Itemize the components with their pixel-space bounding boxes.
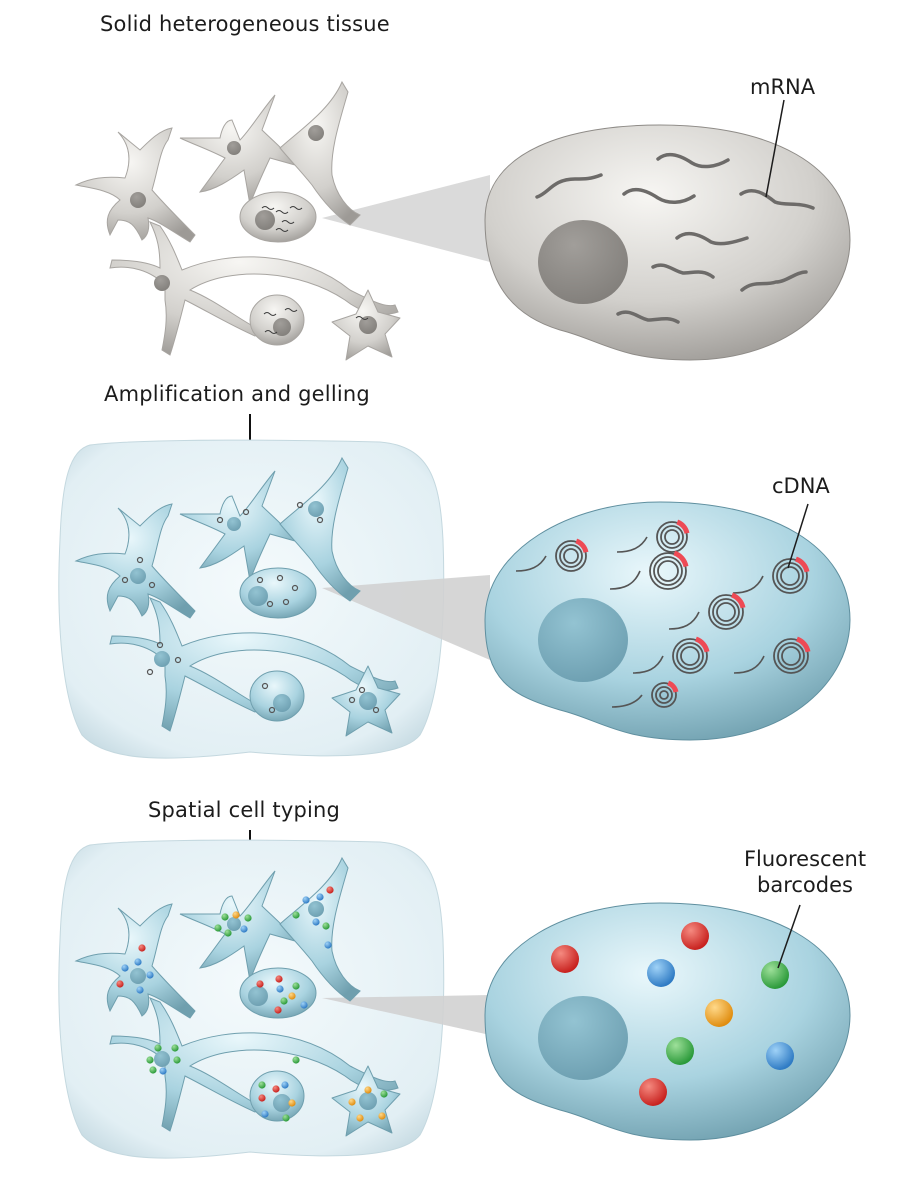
barcode-dot-small bbox=[258, 1094, 266, 1102]
barcode-dot-small bbox=[276, 985, 284, 993]
barcode-dot-small bbox=[232, 911, 240, 919]
barcode-dot-small bbox=[324, 941, 332, 949]
barcode-dot-small bbox=[116, 980, 124, 988]
zoom-beam bbox=[322, 575, 490, 660]
barcode-dot-small bbox=[312, 918, 320, 926]
gel-cdna-rings bbox=[121, 501, 380, 714]
barcode-dot-small bbox=[364, 1086, 372, 1094]
callout-line-2: barcodes bbox=[757, 873, 853, 897]
callout-leader-mrna bbox=[765, 99, 785, 198]
barcode-dot-small bbox=[261, 1110, 269, 1118]
panel-tissue bbox=[74, 80, 851, 361]
barcode-dot-small bbox=[154, 1044, 162, 1052]
cdna-coil bbox=[733, 636, 811, 674]
barcode-dot bbox=[551, 945, 579, 973]
barcode-dot-small bbox=[146, 971, 154, 979]
barcode-dot-small bbox=[214, 924, 222, 932]
typing-nuclei bbox=[130, 901, 377, 1112]
cdna-coil bbox=[668, 592, 746, 630]
cell-pyramidal bbox=[279, 80, 361, 226]
callout-mrna: mRNA bbox=[750, 75, 816, 99]
barcode-dot-small bbox=[348, 1098, 356, 1106]
barcode-dot-small bbox=[134, 958, 142, 966]
barcode-dot bbox=[761, 961, 789, 989]
callout-cdna: cDNA bbox=[772, 474, 830, 498]
barcode-dot-small bbox=[280, 997, 288, 1005]
barcode-dot-small bbox=[378, 1112, 386, 1120]
panel-title-typing: Spatial cell typing bbox=[148, 798, 341, 822]
barcode-dot-small bbox=[275, 975, 283, 983]
barcode-dot bbox=[681, 922, 709, 950]
barcode-dot-small bbox=[136, 986, 144, 994]
barcode-dot-small bbox=[221, 913, 229, 921]
barcode-dot-small bbox=[380, 1090, 388, 1098]
cdna-coil bbox=[515, 538, 589, 572]
barcode-dot-small bbox=[288, 992, 296, 1000]
barcode-dot bbox=[705, 999, 733, 1027]
callout-leader-barcodes bbox=[777, 904, 801, 969]
barcode-dot-small bbox=[240, 925, 248, 933]
barcode-dot-small bbox=[326, 886, 334, 894]
cell-zoom-body bbox=[484, 124, 851, 361]
barcode-dot bbox=[666, 1037, 694, 1065]
barcode-dot-small bbox=[272, 1085, 280, 1093]
tissue-mrna-squiggles bbox=[261, 206, 369, 334]
panel-title-amplification: Amplification and gelling bbox=[104, 382, 370, 406]
cell-astrocyte bbox=[74, 127, 196, 243]
callout-leader-cdna bbox=[787, 503, 809, 569]
zoom-beam bbox=[322, 175, 490, 262]
barcode-dot-small bbox=[356, 1114, 364, 1122]
barcode-dot-small bbox=[173, 1056, 181, 1064]
barcode-dot-small bbox=[292, 982, 300, 990]
tissue-nuclei bbox=[130, 125, 377, 336]
cdna-coil bbox=[611, 680, 679, 708]
barcode-dot-small bbox=[258, 1081, 266, 1089]
barcode-dot-small bbox=[138, 944, 146, 952]
barcode-dot-small bbox=[281, 1081, 289, 1089]
barcode-dot-small bbox=[282, 1114, 290, 1122]
barcode-dot-small bbox=[224, 929, 232, 937]
fluorescent-barcodes bbox=[551, 922, 794, 1106]
cell-zoom-blue-cdna bbox=[484, 501, 851, 741]
cell-zoom-nucleus bbox=[538, 220, 628, 304]
cdna-coil bbox=[609, 550, 689, 590]
barcode-dot-small bbox=[302, 896, 310, 904]
barcode-dot-small bbox=[256, 980, 264, 988]
barcode-dot bbox=[766, 1042, 794, 1070]
barcode-dot-small bbox=[149, 1066, 157, 1074]
cell-zoom-blue-barcodes bbox=[484, 902, 851, 1141]
callout-line-1: Fluorescent bbox=[743, 847, 867, 871]
panel-amplification bbox=[58, 414, 851, 759]
cdna-coil bbox=[632, 636, 710, 674]
panel-typing bbox=[58, 830, 851, 1159]
barcode-dot-small bbox=[171, 1044, 179, 1052]
callout-fluorescent-barcodes: Fluorescent barcodes bbox=[730, 846, 880, 898]
barcode-dot-small bbox=[292, 1056, 300, 1064]
tissue-barcode-dots bbox=[116, 886, 388, 1122]
barcode-dot bbox=[647, 959, 675, 987]
panel-title-tissue: Solid heterogeneous tissue bbox=[100, 12, 390, 36]
barcode-dot-small bbox=[316, 893, 324, 901]
barcode-dot bbox=[639, 1078, 667, 1106]
barcode-dot-small bbox=[274, 1006, 282, 1014]
barcode-dot-small bbox=[159, 1067, 167, 1075]
barcode-dot-small bbox=[300, 1001, 308, 1009]
cdna-coil bbox=[616, 519, 690, 553]
cell-zoom-grey bbox=[484, 99, 851, 361]
gel-nuclei bbox=[130, 501, 377, 712]
barcode-dot-small bbox=[292, 911, 300, 919]
barcode-dot-small bbox=[322, 922, 330, 930]
barcode-dot-small bbox=[146, 1056, 154, 1064]
zoom-beam bbox=[322, 995, 490, 1035]
barcode-dot-small bbox=[121, 964, 129, 972]
cdna-coils bbox=[515, 519, 811, 708]
mrna-strands bbox=[535, 153, 815, 324]
tissue-cells bbox=[74, 80, 401, 361]
cell-oval-selected bbox=[239, 191, 317, 243]
barcode-dot-small bbox=[288, 1099, 296, 1107]
barcode-dot-small bbox=[244, 914, 252, 922]
